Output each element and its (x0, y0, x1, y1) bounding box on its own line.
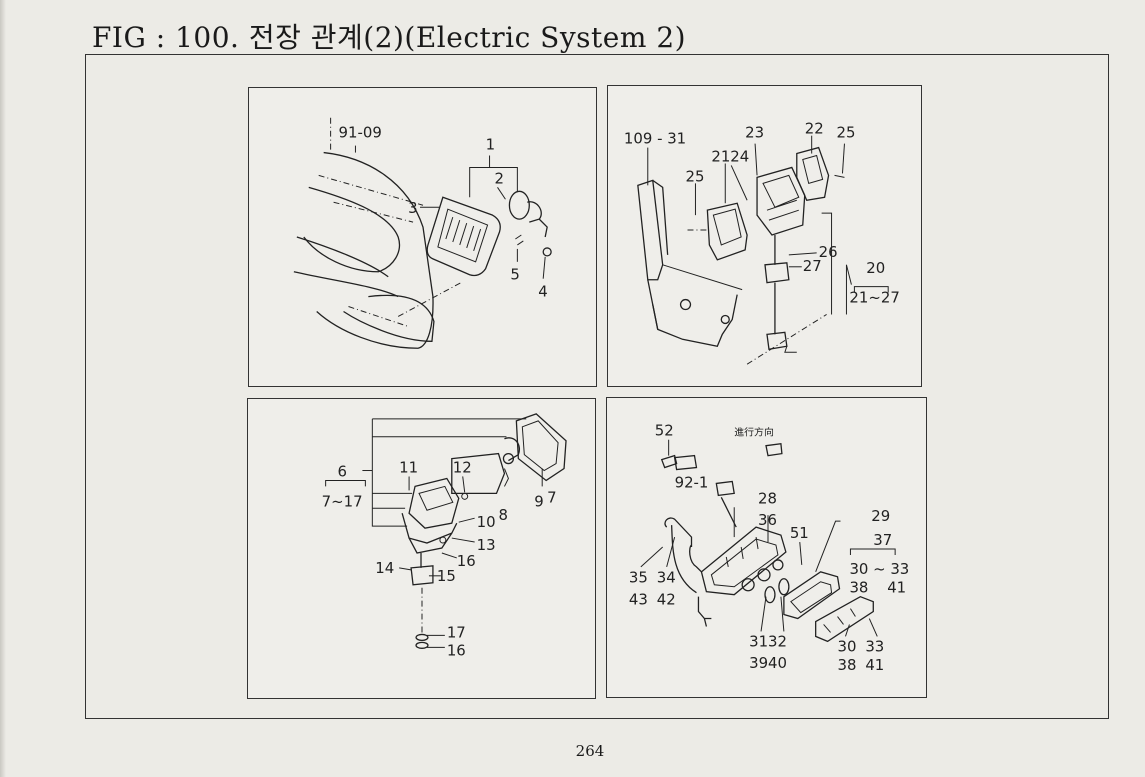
label-11: 11 (399, 459, 418, 477)
label-8: 8 (498, 506, 507, 524)
label-5: 5 (510, 266, 519, 284)
label-9: 9 (534, 492, 543, 510)
label-52: 52 (655, 422, 674, 440)
label-109-31: 109 - 31 (624, 130, 686, 148)
label-7: 7 (547, 488, 556, 506)
label-15: 15 (437, 567, 456, 585)
label-3940: 3940 (749, 654, 787, 672)
label-26: 26 (819, 243, 838, 261)
label-35: 35 (629, 569, 648, 587)
label-2124: 2124 (711, 147, 749, 165)
label-43: 43 (629, 591, 648, 609)
label-30-33: 30 ~ 33 (849, 560, 909, 578)
label-41-lower: 41 (865, 656, 884, 674)
diagram-frame (85, 54, 1109, 719)
work-lamp-diagram: 6 7~17 11 12 10 8 9 7 13 16 14 15 17 16 (322, 413, 567, 659)
label-23: 23 (745, 124, 764, 142)
label-3: 3 (408, 199, 417, 217)
label-91-09: 91-09 (339, 124, 382, 142)
tail-lamp-diagram: 52 進行方向 92-1 28 36 51 29 37 30 ~ 33 38 4… (629, 422, 909, 674)
label-17: 17 (447, 623, 466, 641)
panel-tail-lamp: 52 進行方向 92-1 28 36 51 29 37 30 ~ 33 38 4… (606, 397, 927, 698)
label-34: 34 (657, 569, 676, 587)
label-28: 28 (758, 489, 777, 507)
label-10: 10 (477, 513, 496, 531)
label-6: 6 (338, 462, 347, 480)
label-33-lower: 33 (865, 637, 884, 655)
label-12: 12 (453, 459, 472, 477)
label-38: 38 (849, 579, 868, 597)
label-20: 20 (866, 259, 885, 277)
label-38-lower: 38 (838, 656, 857, 674)
label-16-bottom: 16 (447, 641, 466, 659)
panel-rear-lamp: 109 - 31 23 22 25 2124 25 26 27 20 21~27 (607, 85, 922, 387)
panel-work-lamp: 6 7~17 11 12 10 8 9 7 13 16 14 15 17 16 (247, 398, 596, 699)
label-25: 25 (837, 124, 856, 142)
label-14: 14 (375, 559, 394, 577)
label-41: 41 (887, 579, 906, 597)
label-37: 37 (873, 531, 892, 549)
label-51: 51 (790, 524, 809, 542)
headlamp-diagram: 91-09 1 2 3 5 4 (293, 117, 552, 349)
label-29: 29 (871, 507, 890, 525)
page-title: FIG : 100. 전장 관계(2)(Electric System 2) (92, 21, 687, 54)
label-21-27: 21~27 (849, 289, 899, 307)
label-22: 22 (805, 120, 824, 138)
rear-lamp-diagram: 109 - 31 23 22 25 2124 25 26 27 20 21~27 (624, 120, 900, 365)
scan-edge-shadow (0, 0, 6, 777)
label-30-lower: 30 (838, 637, 857, 655)
label-direction: 進行方向 (734, 426, 774, 439)
label-27: 27 (803, 257, 822, 275)
label-13: 13 (477, 536, 496, 554)
label-92-1: 92-1 (675, 473, 709, 491)
page-number: 264 (575, 742, 605, 760)
label-25-left: 25 (686, 167, 705, 185)
label-1: 1 (486, 136, 495, 154)
label-2: 2 (495, 169, 504, 187)
label-16: 16 (457, 552, 476, 570)
label-36: 36 (758, 511, 777, 529)
label-3132: 3132 (749, 632, 787, 650)
panel-headlamp: 91-09 1 2 3 5 4 (248, 87, 597, 387)
label-7-17: 7~17 (322, 492, 363, 510)
label-4: 4 (538, 283, 547, 301)
label-42: 42 (657, 591, 676, 609)
